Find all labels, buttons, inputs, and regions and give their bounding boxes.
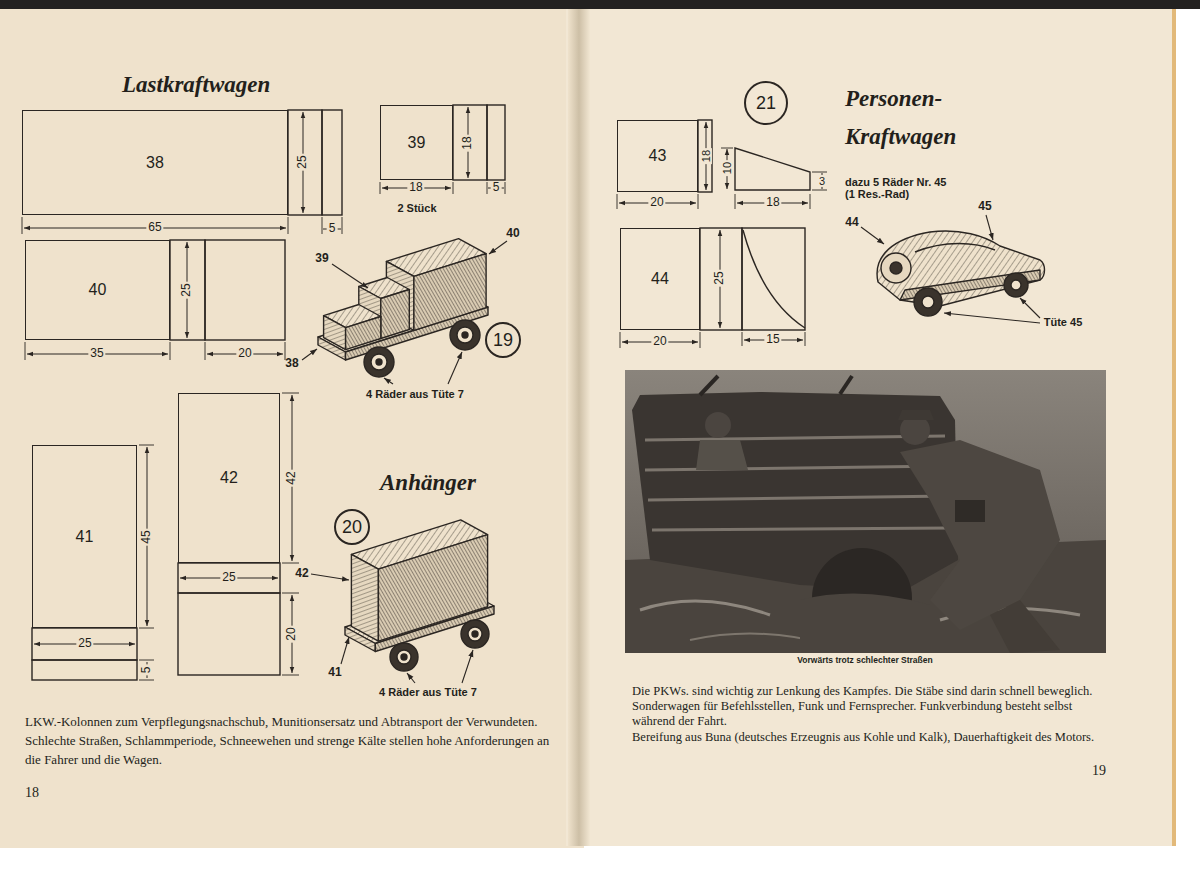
part-number: 20 [342, 517, 362, 538]
part-number: 43 [649, 147, 667, 165]
trailer-illustration [345, 520, 494, 671]
photo [625, 370, 1106, 653]
truck-illustration [318, 239, 488, 377]
dimension-value: 10 [721, 160, 733, 176]
part-number: 21 [756, 93, 776, 114]
dimension-value: 3 [817, 175, 827, 187]
section-heading: Anhänger [380, 470, 476, 496]
dimension-value: 42 [285, 469, 298, 486]
section-heading: Personen- Kraftwagen [845, 80, 995, 156]
callout-number: 42 [295, 566, 308, 580]
body-text: Die PKWs. sind wichtig zur Lenkung des K… [632, 684, 1110, 729]
assembly-note: dazu 5 Räder Nr. 45 (1 Res.-Rad) [845, 176, 953, 200]
callout-number: 44 [845, 215, 858, 229]
assembly-note: Tüte 45 [1044, 316, 1083, 328]
dimension-value: 25 [296, 153, 309, 170]
dimension-value: 20 [651, 335, 668, 348]
dimension-value: 25 [713, 269, 726, 286]
dimension-value: 20 [648, 196, 665, 209]
figure-number-circle: 19 [485, 322, 521, 358]
dimension-value: 65 [146, 221, 163, 234]
body-text: LKW.-Kolonnen zum Verpflegungsnachschub,… [25, 712, 555, 769]
assembly-note: 2 Stück [397, 202, 436, 214]
pattern-panel: 44 [620, 228, 700, 330]
callout-number: 45 [978, 199, 991, 213]
dimension-value: 5 [327, 222, 338, 235]
assembly-note: 4 Räder aus Tüte 7 [366, 388, 464, 400]
part-number: 41 [76, 528, 94, 546]
dimension-value: 20 [285, 625, 298, 642]
dimension-value: 5 [140, 665, 153, 676]
body-text: Bereifung aus Buna (deutsches Erzeugnis … [632, 730, 1110, 745]
pattern-panel: 39 [380, 105, 453, 180]
section-heading: Lastkraftwagen [122, 72, 270, 98]
dimension-value: 25 [220, 571, 237, 584]
dimension-value: 18 [764, 196, 781, 209]
part-number: 40 [89, 281, 107, 299]
dimension-value: 35 [88, 347, 105, 360]
page-number: 19 [1092, 763, 1106, 779]
dimension-value: 20 [236, 347, 253, 360]
photo-caption: Vorwärts trotz schlechter Straßen [797, 655, 932, 665]
callout-number: 39 [315, 251, 328, 265]
dimension-value: 18 [461, 134, 474, 151]
figure-number-circle: 21 [744, 81, 788, 125]
dimension-value: 25 [76, 637, 93, 650]
figure-number-circle: 20 [334, 509, 370, 545]
callout-number: 41 [328, 665, 341, 679]
part-number: 19 [493, 330, 513, 351]
part-number: 39 [408, 134, 426, 152]
pattern-panel: 42 [178, 393, 280, 563]
part-number: 42 [220, 469, 238, 487]
page-number: 18 [25, 785, 39, 801]
dimension-value: 18 [407, 181, 424, 194]
callout-number: 38 [285, 356, 298, 370]
part-number: 38 [146, 154, 164, 172]
dimension-value: 25 [180, 281, 193, 298]
dimension-value: 15 [764, 333, 781, 346]
dimension-value: 45 [140, 528, 153, 545]
pattern-panel: 40 [25, 240, 170, 340]
dimension-value: 5 [491, 181, 502, 194]
car-illustration [877, 231, 1044, 316]
pattern-panel: 38 [22, 110, 288, 215]
assembly-note: 4 Räder aus Tüte 7 [379, 686, 477, 698]
pattern-panel: 43 [617, 120, 698, 192]
part-number: 44 [651, 270, 669, 288]
dimension-value: 18 [700, 148, 712, 164]
callout-number: 40 [506, 226, 519, 240]
pattern-panel: 41 [32, 445, 137, 628]
